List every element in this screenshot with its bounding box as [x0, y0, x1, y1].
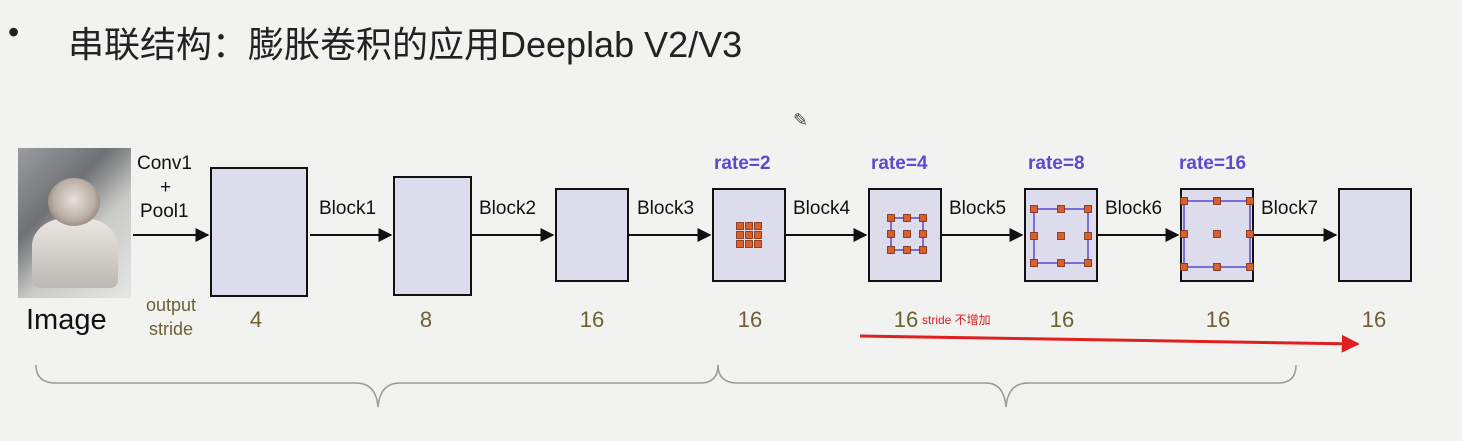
input-image	[18, 148, 131, 298]
stride-value-7: 16	[1205, 307, 1231, 332]
stride-value-4: 16	[737, 307, 763, 332]
stride-annotation-arrow	[859, 334, 1360, 353]
pencil-icon[interactable]: ✎	[793, 110, 809, 130]
cat-body	[32, 218, 118, 288]
stride-value-8: 16	[1361, 307, 1387, 332]
feature-map-1	[210, 167, 308, 297]
rate-label-1: rate=2	[714, 153, 771, 174]
plus-label: +	[160, 177, 172, 198]
slide-title-row: • 串联结构：膨胀卷积的应用Deeplab V2/V3	[0, 10, 1462, 65]
stride-value-5: 16	[893, 307, 919, 332]
feature-map-4	[712, 188, 786, 282]
image-label: Image	[26, 304, 107, 336]
stride-value-6: 16	[1049, 307, 1075, 332]
block-label-4: Block4	[793, 198, 851, 219]
brace-right	[717, 364, 1297, 408]
block-label-6: Block6	[1105, 198, 1163, 219]
output-stride-line-2: stride	[149, 319, 194, 339]
block-label-3: Block3	[637, 198, 695, 219]
rate-label-3: rate=8	[1028, 153, 1085, 174]
stride-value-2: 8	[419, 307, 433, 332]
block-label-5: Block5	[949, 198, 1007, 219]
feature-map-2	[393, 176, 472, 296]
rate-label-4: rate=16	[1179, 153, 1247, 174]
conv1-label: Conv1	[137, 153, 192, 174]
output-stride-line-1: output	[146, 295, 197, 315]
brace-left	[35, 364, 719, 408]
stride-annotation: stride 不增加	[922, 313, 991, 327]
slide-title: 串联结构：膨胀卷积的应用Deeplab V2/V3	[68, 24, 743, 65]
feature-map-7	[1180, 188, 1254, 282]
stride-value-1: 4	[249, 307, 263, 332]
feature-map-5	[868, 188, 942, 282]
bullet-point: •	[8, 14, 20, 50]
rate-label-2: rate=4	[871, 153, 928, 174]
block-label-1: Block1	[319, 198, 377, 219]
output-stride-label: output stride	[146, 293, 196, 341]
feature-map-3	[555, 188, 629, 282]
feature-map-8	[1338, 188, 1412, 282]
feature-map-6	[1024, 188, 1098, 282]
pool1-label: Pool1	[140, 201, 189, 222]
stride-value-3: 16	[579, 307, 605, 332]
block-label-2: Block2	[479, 198, 537, 219]
cat-head	[48, 178, 100, 226]
block-label-7: Block7	[1261, 198, 1319, 219]
